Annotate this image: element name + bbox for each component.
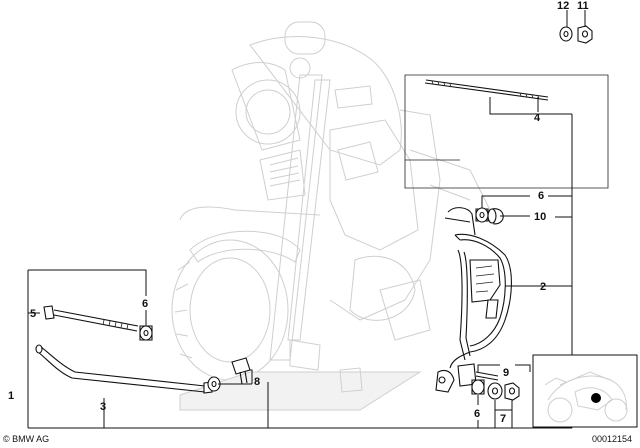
callout-12: 12: [557, 0, 569, 12]
location-marker-dot: [591, 393, 601, 403]
part-10-rubber-buffer: [487, 208, 504, 225]
callout-8: 8: [254, 376, 260, 388]
part-12-washer: [559, 26, 573, 42]
motorcycle-ghost-illustration: [171, 21, 491, 411]
callout-10: 10: [534, 211, 546, 223]
callout-6-lower: 6: [474, 408, 480, 420]
callout-6-left: 6: [142, 298, 148, 310]
diagram-number: 00012154: [592, 434, 633, 444]
copyright-label: © BMW AG: [3, 434, 50, 444]
callout-4: 4: [534, 112, 541, 124]
part-6-spacer-upper: [475, 207, 489, 223]
callout-1: 1: [8, 390, 14, 402]
callout-5: 5: [30, 308, 36, 320]
part-11-nut: [577, 25, 593, 44]
callout-11: 11: [577, 0, 589, 12]
part-9-bolt: [475, 371, 499, 381]
callout-7: 7: [500, 413, 506, 425]
part-3-crash-bar-left: [35, 344, 206, 393]
callout-9: 9: [503, 367, 509, 379]
part-4-long-stud: [424, 79, 549, 101]
callout-6-upper: 6: [538, 190, 544, 202]
callout-labels: 12 11 4 6 10 2 9 6 7 5 6 1 3 8: [8, 0, 589, 425]
assembly-outline: [404, 74, 609, 189]
part-6-spacer-lower: [471, 379, 485, 395]
part-8-bolt-set: [203, 357, 251, 394]
part-7-washer-nut: [487, 382, 520, 401]
part-6-spacer-left: [139, 325, 153, 341]
part-5-long-bolt: [43, 305, 139, 332]
location-inset: [532, 354, 638, 428]
callout-3: 3: [100, 401, 106, 413]
callout-2: 2: [540, 281, 546, 293]
part-2-crash-bar: [435, 207, 512, 393]
